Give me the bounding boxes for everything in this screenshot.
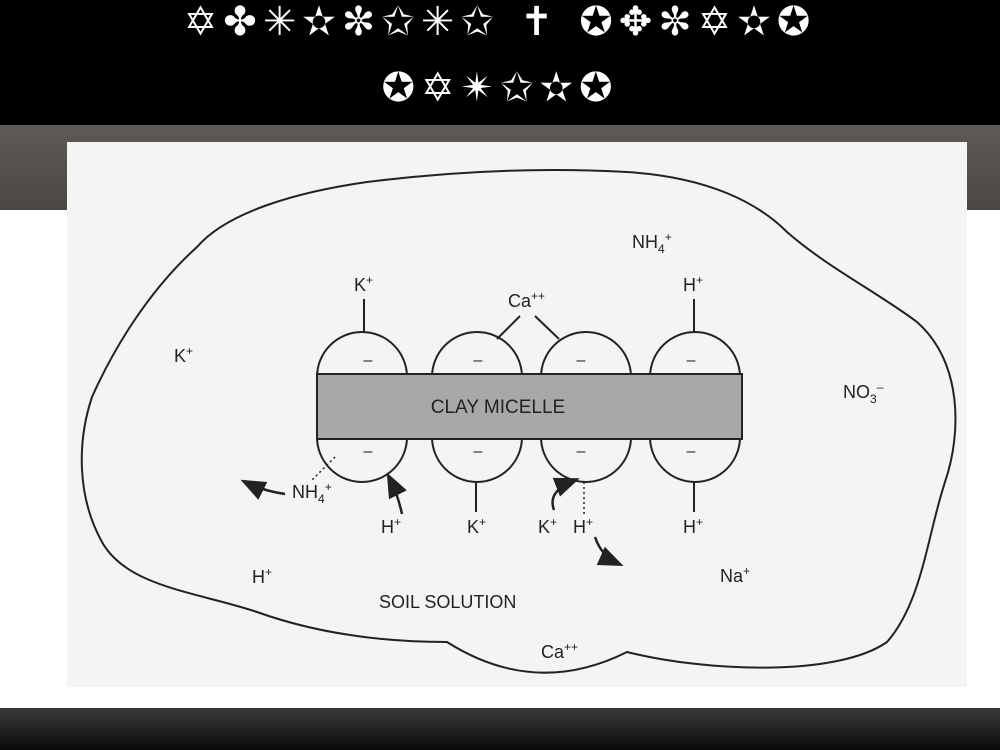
bond-top-ca-left — [496, 315, 521, 340]
arrow-h-adsorbed-right — [551, 477, 580, 511]
charge-bottom-1: – — [364, 443, 373, 460]
lobe-top-2 — [431, 331, 523, 378]
clay-micelle-label: CLAY MICELLE — [431, 397, 565, 418]
charge-top-4: – — [687, 352, 696, 369]
charge-bottom-4: – — [687, 443, 696, 460]
arrow-h-adsorbed-left — [386, 472, 407, 515]
lobe-top-1 — [316, 331, 408, 378]
clay-micelle-bar — [316, 373, 743, 440]
bottom-ion-h-right: H+ — [683, 515, 703, 537]
arrow-nh4-released — [240, 479, 286, 500]
free-ion-no3: NO3– — [843, 380, 884, 406]
slide-title-bar: ✡✤✳✫✼✩✳✩ ✝ ✪✥✼✡✫✪ ✪✡✴✩✫✪ — [0, 0, 1000, 125]
soil-solution-boundary — [80, 169, 957, 674]
lobe-bottom-1 — [316, 436, 408, 483]
bond-dotted-nh4 — [311, 456, 336, 481]
top-ion-k: K+ — [354, 273, 373, 295]
bottom-ion-k: K+ — [467, 515, 486, 537]
bottom-ion-h-left: H+ — [381, 515, 401, 537]
lobe-top-3 — [540, 331, 632, 378]
bond-top-ca-right — [534, 315, 560, 340]
bottom-ion-nh4: NH4+ — [292, 480, 332, 506]
soil-solution-label: SOIL SOLUTION — [379, 592, 516, 612]
top-ion-h: H+ — [683, 273, 703, 295]
free-ion-ca: Ca++ — [541, 640, 578, 662]
bottom-ion-h-exchange: H+ — [573, 515, 593, 537]
free-ion-nh4: NH4+ — [632, 230, 672, 256]
charge-bottom-2: – — [474, 443, 483, 460]
top-ion-ca: Ca++ — [508, 289, 545, 311]
arrow-h-released — [593, 536, 624, 567]
bottom-ion-k-exchange: K+ — [538, 515, 557, 537]
charge-top-1: – — [364, 352, 373, 369]
slide-title-line-1: ✡✤✳✫✼✩✳✩ ✝ ✪✥✼✡✫✪ — [183, 0, 817, 45]
free-ion-na: Na+ — [720, 564, 750, 586]
clay-micelle-diagram: CLAY MICELLE – – – – – – – – NH4+ K+ NO3… — [80, 169, 957, 674]
free-ion-h: H+ — [252, 565, 272, 587]
slide-title-line-2: ✪✡✴✩✫✪ — [381, 65, 619, 111]
lobe-bottom-3 — [540, 436, 632, 483]
clay-micelle-figure: CLAY MICELLE – – – – – – – – NH4+ K+ NO3… — [67, 142, 967, 687]
charge-top-2: – — [474, 352, 483, 369]
charge-bottom-3: – — [577, 443, 586, 460]
charge-top-3: – — [577, 352, 586, 369]
free-ion-k: K+ — [174, 344, 193, 366]
footer-bar — [0, 708, 1000, 750]
